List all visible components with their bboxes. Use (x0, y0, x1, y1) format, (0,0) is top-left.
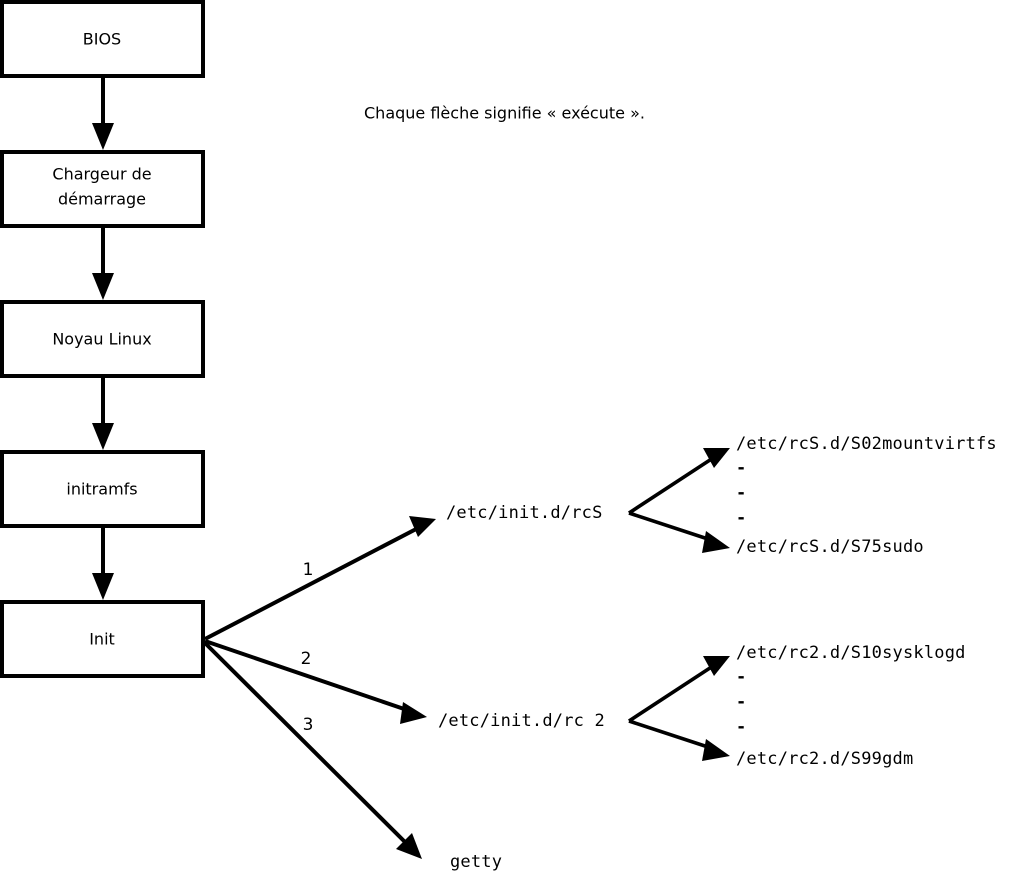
arrowhead-rc2-last (702, 739, 730, 761)
rc2-ellipsis-dash-2: - (736, 692, 746, 712)
branch-target-rc2: /etc/init.d/rc 2 (438, 711, 605, 731)
arrowhead-rcs-first (703, 448, 730, 468)
initramfs-label: initramfs (66, 480, 137, 499)
node-bootloader: Chargeur de démarrage (0, 150, 205, 228)
branch-target-getty: getty (450, 852, 502, 872)
arrowhead-down-3 (92, 423, 114, 450)
bootloader-label-line2: démarrage (58, 190, 146, 209)
rcs-ellipsis: - - - (736, 458, 746, 528)
arrow-rcs-to-last-script (628, 511, 730, 553)
node-init: Init (0, 600, 205, 678)
branch-number-3: 3 (303, 715, 314, 735)
arrowhead-rcs-last (702, 531, 730, 553)
rcs-script-first: /etc/rcS.d/S02mountvirtfs (736, 434, 997, 454)
bios-label: BIOS (83, 30, 121, 49)
initramfs-box (0, 450, 205, 528)
rc2-script-last: /etc/rc2.d/S99gdm (736, 749, 913, 769)
rcs-script-last: /etc/rcS.d/S75sudo (736, 537, 924, 557)
arrowhead-down-1 (92, 123, 114, 150)
rc2-ellipsis: - - - (736, 667, 746, 737)
arrow-rcs-to-first-script (628, 448, 730, 515)
rc2-script-first: /etc/rc2.d/S10sysklogd (736, 643, 966, 663)
arrow-rc2-to-last-script (628, 719, 730, 761)
diagram-caption: Chaque flèche signifie « exécute ». (364, 104, 645, 123)
rc2-ellipsis-dash-1: - (736, 667, 746, 687)
arrowhead-branch-1 (409, 516, 436, 537)
node-initramfs: initramfs (0, 450, 205, 528)
arrowhead-branch-3 (396, 833, 422, 859)
arrowhead-rc2-first (703, 656, 730, 676)
rc2-ellipsis-dash-3: - (736, 717, 746, 737)
arrow-bootloader-to-kernel (92, 226, 114, 300)
rcs-ellipsis-dash-3: - (736, 508, 746, 528)
arrowhead-down-4 (92, 573, 114, 600)
node-kernel: Noyau Linux (0, 300, 205, 378)
bios-box (0, 0, 205, 78)
bootloader-label-line1: Chargeur de (52, 165, 151, 184)
branch-number-2: 2 (301, 649, 312, 669)
arrow-init-branch-3: 3 (203, 641, 422, 859)
arrowhead-branch-2 (400, 702, 427, 724)
branch-number-1: 1 (303, 560, 314, 580)
arrow-init-branch-2: 2 (204, 639, 427, 724)
arrow-init-branch-1: 1 (204, 516, 436, 641)
rcs-ellipsis-dash-1: - (736, 458, 746, 478)
rcs-ellipsis-dash-2: - (736, 483, 746, 503)
arrow-bios-to-bootloader (92, 76, 114, 150)
node-bios: BIOS (0, 0, 205, 78)
arrow-kernel-to-initramfs (92, 376, 114, 450)
arrow-initramfs-to-init (92, 526, 114, 600)
branch-target-rcs: /etc/init.d/rcS (446, 503, 603, 523)
arrowhead-down-2 (92, 273, 114, 300)
init-box (0, 600, 205, 678)
arrow-rc2-to-first-script (628, 656, 730, 723)
init-label: Init (89, 630, 115, 649)
kernel-label: Noyau Linux (52, 330, 151, 349)
